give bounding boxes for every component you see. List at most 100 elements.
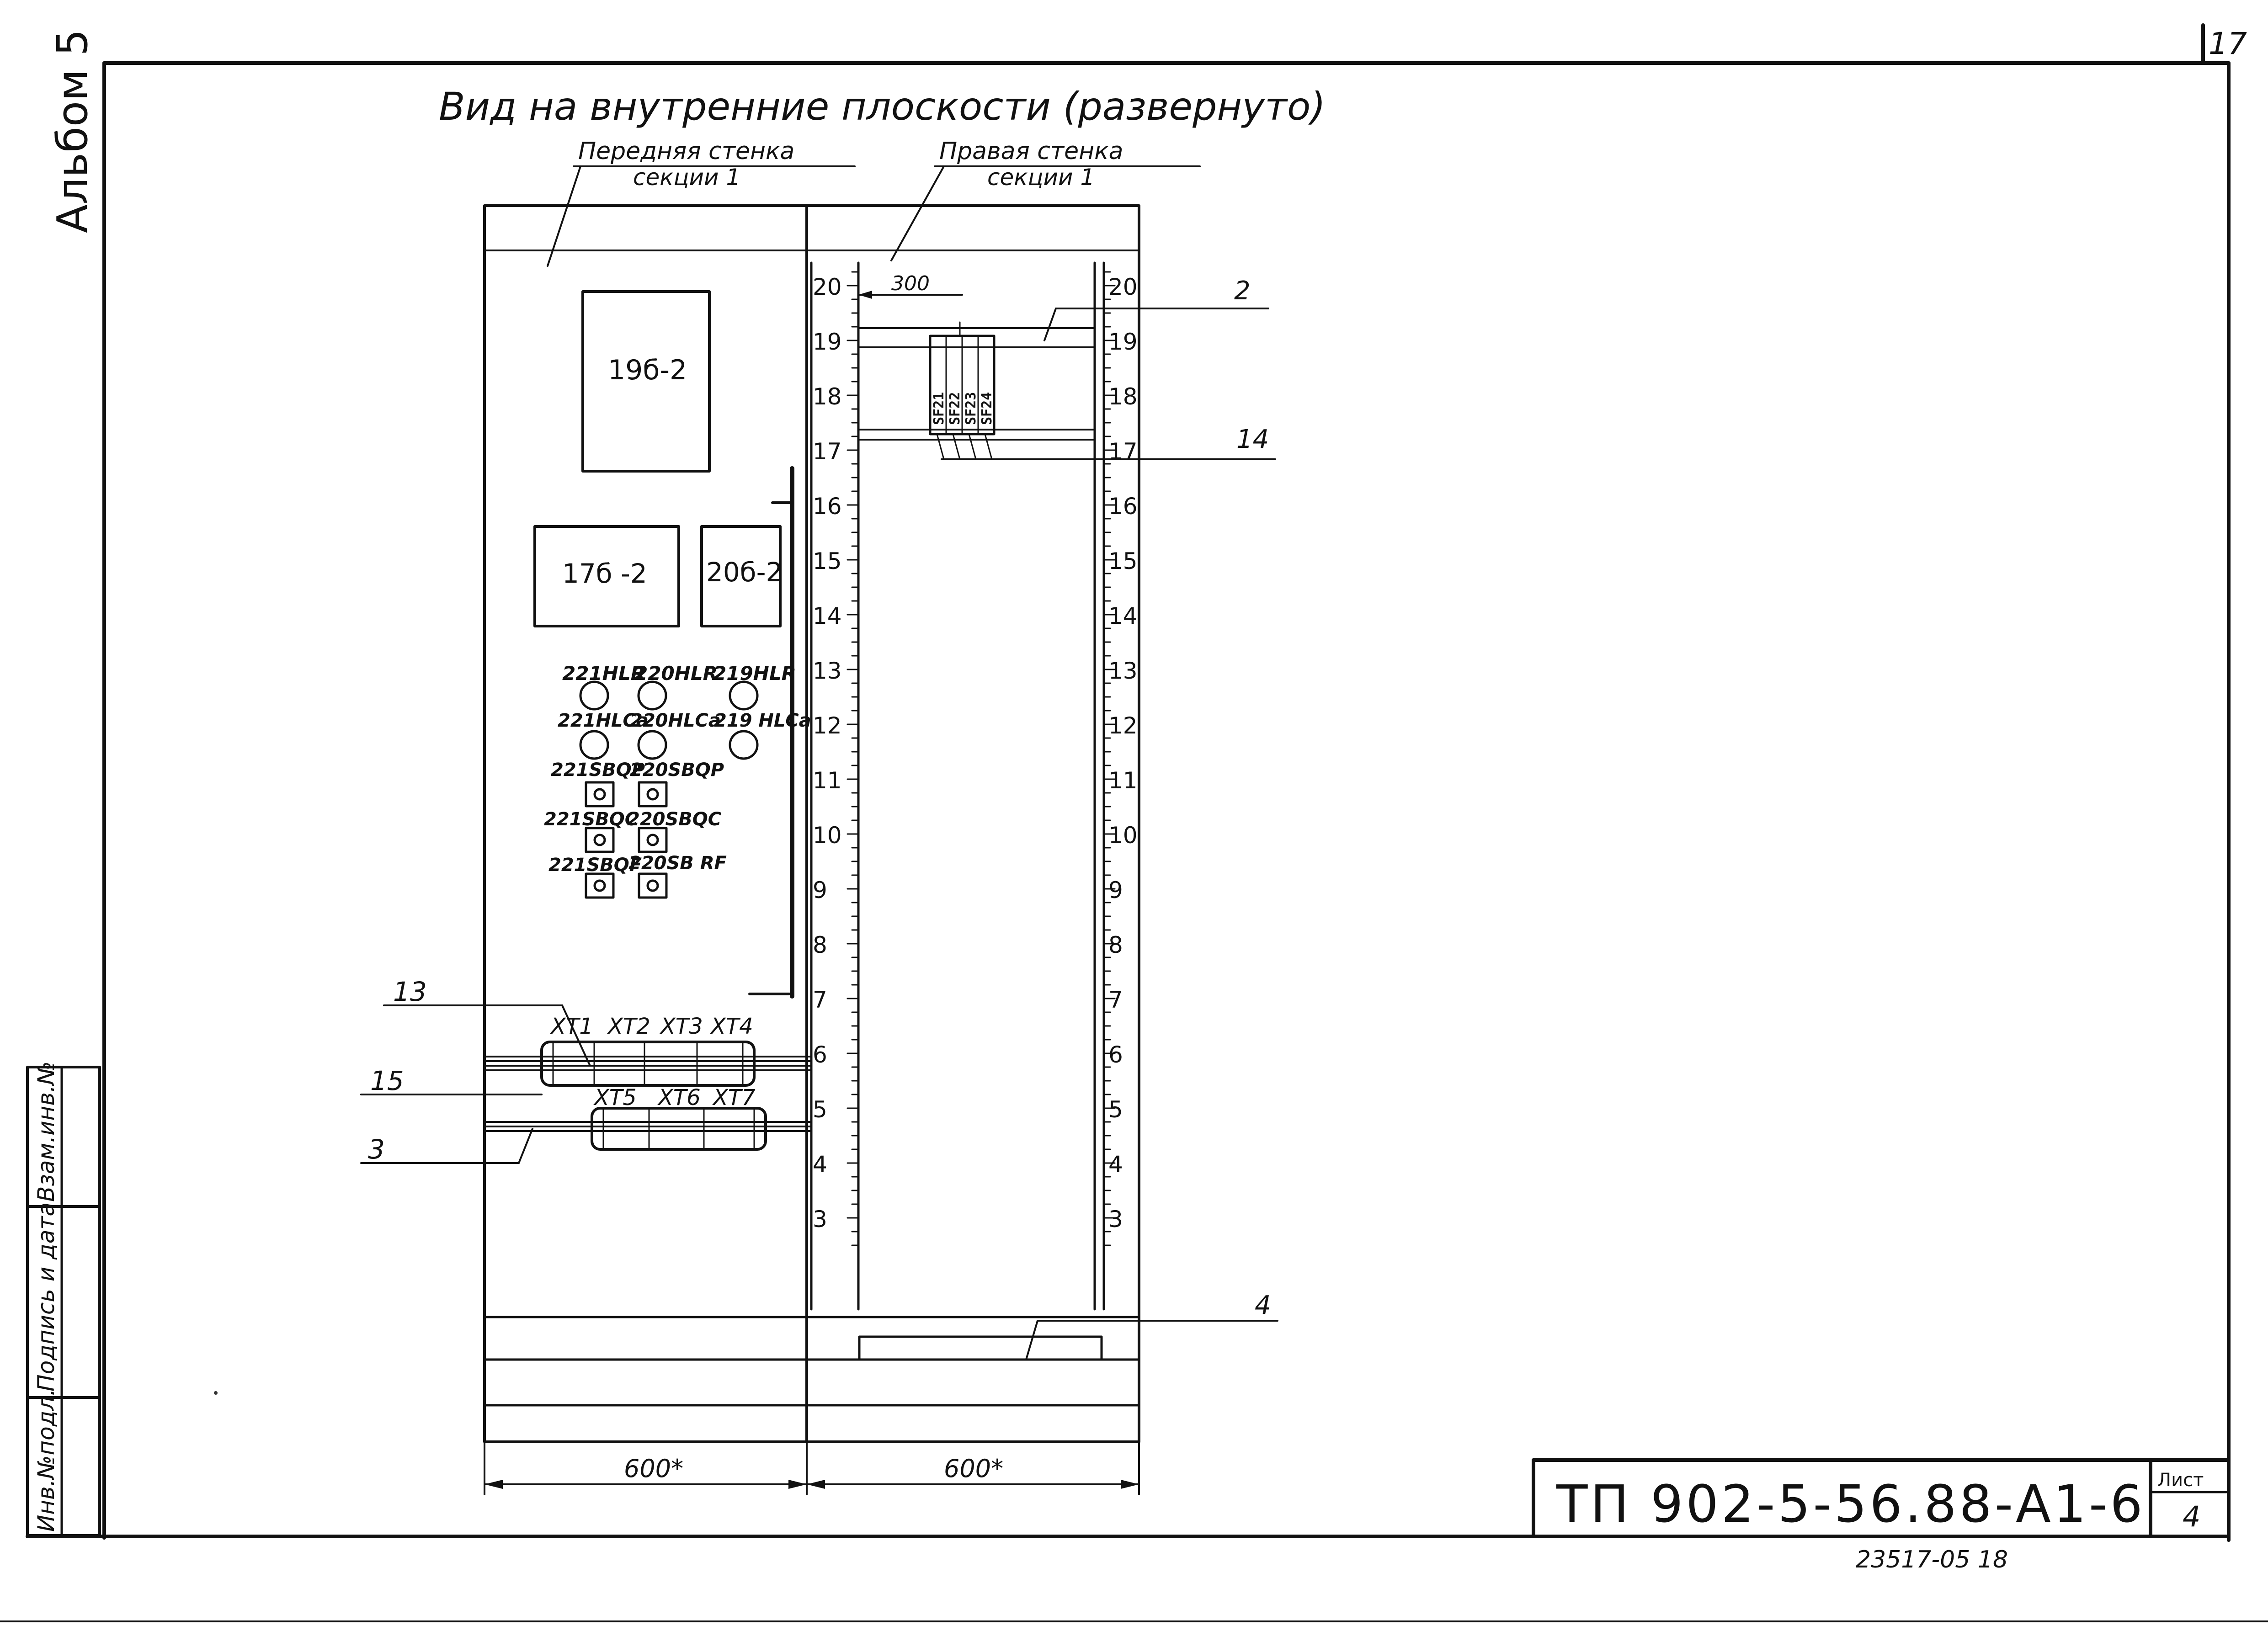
rail-number-right: 18: [1108, 383, 1138, 410]
lamp-label-220hlca: 220HLCa: [630, 710, 721, 731]
callout-3-leader: [518, 1128, 533, 1164]
breaker-sf22: SF22: [947, 392, 963, 425]
rail-number-left: 17: [813, 438, 842, 465]
lamp-221hlca: [579, 730, 609, 760]
device-17b-2: [533, 525, 680, 627]
terminal-rail-bottom: [484, 1121, 812, 1132]
button-220sbqc: [638, 827, 668, 853]
lamp-220hlca: [637, 730, 667, 760]
terminal-xt5: XT5: [593, 1085, 637, 1110]
rail-number-right: 10: [1108, 822, 1138, 849]
rail-number-right: 16: [1108, 493, 1138, 520]
rail-number-right: 5: [1108, 1096, 1123, 1123]
front-wall-label-line2: секции 1: [633, 164, 740, 191]
rail-number-right: 7: [1108, 987, 1123, 1013]
rail-number-left: 18: [813, 383, 842, 410]
stamp-sheet-label: Лист: [2157, 1470, 2204, 1491]
breaker-block: [929, 321, 996, 460]
view-title: Вид на внутренние плоскости (развернуто): [439, 84, 1326, 129]
rail-number-left: 12: [813, 712, 842, 739]
lamp-220hlr: [637, 680, 667, 711]
breaker-mounting-lines: [857, 327, 1096, 441]
device-19b-2: [581, 290, 711, 473]
rail-number-left: 8: [813, 932, 827, 958]
dimension-300-arrow: [858, 291, 872, 299]
rail-number-left: 3: [813, 1206, 827, 1233]
cabinet-outline: [483, 204, 1140, 1443]
rail-number-right: 9: [1108, 877, 1123, 903]
terminal-rail-top: [484, 1056, 812, 1071]
stamp-below-number: 23517-05 18: [1856, 1546, 2008, 1573]
callout-2: 2: [1234, 276, 1251, 306]
device-20b-2-label: 20б-2: [706, 557, 783, 588]
callout-4: 4: [1255, 1291, 1271, 1320]
rail-number-right: 3: [1108, 1206, 1123, 1233]
right-wall-label-line2: секции 1: [987, 164, 1095, 191]
device-20b-2: [700, 525, 782, 627]
rail-number-right: 15: [1108, 548, 1138, 574]
mounting-rail-left: [810, 261, 860, 1311]
button-label-220sbqp: 220SBQP: [630, 760, 724, 781]
album-label: Альбом 5: [48, 29, 97, 233]
button-label-220sbrf: 220SB RF: [628, 853, 727, 874]
callout-2-leader: [1043, 308, 1057, 341]
dimension-width-left: 600*: [624, 1454, 683, 1483]
button-221sbqc: [585, 827, 615, 853]
terminal-block-bottom: [591, 1107, 767, 1151]
rail-number-left: 11: [813, 767, 842, 794]
rail-number-right: 12: [1108, 712, 1138, 739]
terminal-xt2: XT2: [607, 1014, 650, 1039]
right-wall-label-line1: Правая стенка: [939, 138, 1123, 165]
sheet-frame: [0, 23, 2268, 1622]
terminal-xt6: XT6: [657, 1085, 701, 1110]
rail-number-right: 14: [1108, 603, 1138, 629]
button-label-221sbqf: 221SBQF: [548, 855, 642, 876]
rail-number-left: 5: [813, 1096, 827, 1123]
side-stamp: [26, 1066, 101, 1537]
rail-number-left: 10: [813, 822, 842, 849]
button-label-221sbqc: 221SBQC: [544, 809, 638, 830]
rail-number-left: 7: [813, 987, 827, 1013]
rail-number-right: 8: [1108, 932, 1123, 958]
rail-number-right: 13: [1108, 658, 1138, 684]
button-221sbqf: [585, 872, 615, 899]
breaker-sf23: SF23: [963, 392, 979, 425]
rail-ticks-right: [1103, 271, 1116, 1246]
rail-number-right: 4: [1108, 1151, 1123, 1178]
rail-number-right: 17: [1108, 438, 1138, 465]
callout-13-leader: [561, 1004, 591, 1066]
rail-ticks-left: [847, 271, 859, 1246]
lamp-label-220hlr: 220HLR: [634, 662, 718, 685]
stamp-sheet-value: 4: [2183, 1500, 2200, 1533]
front-wall-label-line1: Передняя стенка: [578, 138, 794, 165]
rail-number-right: 20: [1108, 274, 1138, 300]
stamp-designation: ТП 902-5-56.88-А1-6: [1556, 1475, 2146, 1534]
callout-3: 3: [368, 1134, 385, 1165]
dimension-300: 300: [891, 272, 930, 295]
rail-number-right: 19: [1108, 329, 1138, 355]
button-220sbqp: [638, 781, 668, 808]
button-label-221sbqp: 221SBQP: [551, 760, 645, 781]
rail-number-left: 20: [813, 274, 842, 300]
sheet-number: 17: [2209, 26, 2247, 61]
callout-4-leader: [1025, 1320, 1038, 1360]
terminal-block-top: [540, 1041, 756, 1087]
rail-number-right: 11: [1108, 767, 1138, 794]
front-wall-leader: [547, 165, 581, 267]
button-220sbrf: [638, 872, 668, 899]
button-label-220sbqc: 220SBQC: [627, 809, 721, 830]
right-wall-leader: [890, 165, 945, 261]
device-19b-2-label: 19б-2: [608, 354, 687, 386]
terminal-xt3: XT3: [659, 1014, 703, 1039]
rail-number-left: 16: [813, 493, 842, 520]
lamp-219hlr: [729, 680, 759, 711]
rail-number-left: 19: [813, 329, 842, 355]
lamp-label-219hlca: 219 HLCa: [714, 710, 811, 731]
device-17b-2-label: 17б -2: [562, 558, 647, 589]
rail-number-left: 9: [813, 877, 827, 903]
rail-number-left: 13: [813, 658, 842, 684]
lamp-label-221hlca: 221HLCa: [558, 710, 649, 731]
width-dimension: [484, 1441, 1140, 1495]
